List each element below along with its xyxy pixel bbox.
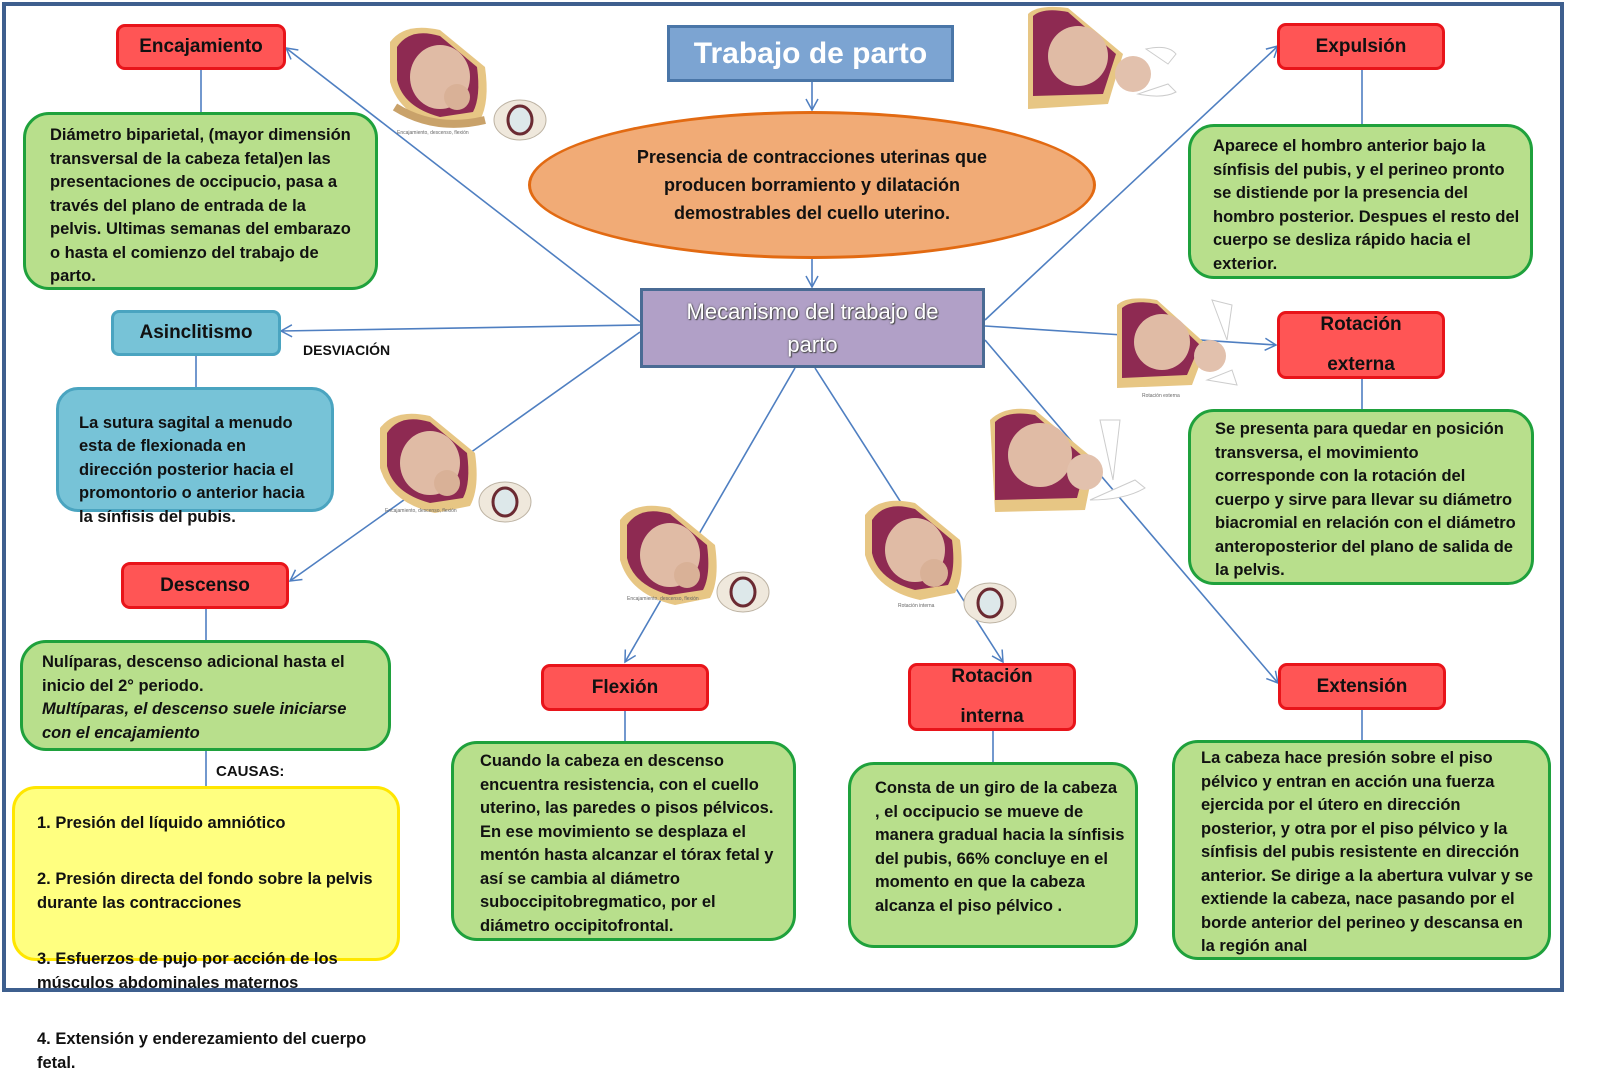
stage-flexion-title: Flexión (541, 664, 709, 711)
illustration-flexion: Encajamiento, descenso, flexión (620, 505, 770, 613)
stage-encajamiento-title: Encajamiento (116, 24, 286, 70)
stage-rotacion-interna-title-line2: interna (960, 706, 1024, 727)
causes-list: 1. Presión del líquido amniótico 2. Pres… (12, 786, 400, 1072)
asinclitismo-description: La sutura sagital a menudo esta de flexi… (56, 387, 334, 526)
definition-ellipse: Presencia de contracciones uterinas que … (528, 111, 1096, 259)
stage-rotacion-externa-title-line2: externa (1327, 354, 1395, 375)
stage-extension-title: Extensión (1278, 663, 1446, 710)
arrow-to-expulsion (984, 44, 1280, 321)
stage-rotacion-interna-text: Consta de un giro de la cabeza , el occi… (875, 779, 1125, 915)
stage-descenso-title: Descenso (121, 562, 289, 609)
illustration-caption: Encajamiento, descenso, flexión (397, 130, 469, 136)
stage-rotacion-externa-title-line1: Rotación (1320, 314, 1402, 335)
asinclitismo-text: La sutura sagital a menudo esta de flexi… (79, 413, 305, 526)
stage-extension-description: La cabeza hace presión sobre el piso pél… (1172, 740, 1551, 960)
arrow-to-asinclitismo (279, 324, 641, 338)
stage-flexion-text: Cuando la cabeza en descenso encuentra r… (480, 752, 774, 935)
illustration-encajamiento-mid: Encajamiento, descenso, flexión (380, 413, 532, 523)
stage-expulsion-title: Expulsión (1277, 23, 1445, 70)
page-title: Trabajo de parto (667, 25, 954, 82)
asinclitismo-title: Asinclitismo (111, 310, 281, 356)
illustration-caption: Encajamiento, descenso, flexión (385, 508, 457, 514)
causes-label: CAUSAS: (216, 763, 285, 780)
stage-rotacion-interna-title-line1: Rotación (951, 666, 1033, 687)
stage-flexion-description: Cuando la cabeza en descenso encuentra r… (451, 741, 796, 941)
stage-expulsion-text: Aparece el hombro anterior bajo la sínfi… (1213, 137, 1520, 273)
stage-rotacion-interna-description: Consta de un giro de la cabeza , el occi… (848, 762, 1138, 948)
stage-rotacion-externa-text: Se presenta para quedar en posición tran… (1215, 420, 1516, 579)
illustration-caption: Encajamiento, descenso, flexión (627, 596, 699, 602)
illustration-rotacion-externa: Rotación externa (1117, 298, 1238, 399)
deviation-label: DESVIACIÓN (303, 342, 391, 358)
illustration-caption: Rotación interna (898, 603, 935, 609)
stage-expulsion-description: Aparece el hombro anterior bajo la sínfi… (1188, 124, 1533, 279)
cause-item: 1. Presión del líquido amniótico (37, 813, 286, 832)
cause-item: 3. Esfuerzos de pujo por acción de los m… (37, 950, 338, 992)
arrow-to-flexion (624, 367, 796, 664)
stage-rotacion-interna-title: Rotación interna (908, 663, 1076, 731)
cause-item: 2. Presión directa del fondo sobre la pe… (37, 870, 373, 912)
stage-descenso-text-multiparas: Multíparas, el descenso suele iniciarse … (42, 700, 347, 742)
illustration-encajamiento-top: Encajamiento, descenso, flexión (390, 27, 547, 141)
stage-rotacion-externa-title: Rotación externa (1277, 311, 1445, 379)
stage-extension-text: La cabeza hace presión sobre el piso pél… (1201, 749, 1533, 955)
stage-rotacion-externa-description: Se presenta para quedar en posición tran… (1188, 409, 1534, 585)
stage-encajamiento-text: Diámetro biparietal, (mayor dimensión tr… (50, 126, 351, 285)
stage-descenso-text-nuliparas: Nulíparas, descenso adicional hasta el i… (42, 653, 345, 695)
stage-encajamiento-description: Diámetro biparietal, (mayor dimensión tr… (23, 112, 378, 290)
central-mechanism-node: Mecanismo del trabajo de parto (640, 288, 985, 368)
arrow-to-extension (984, 339, 1280, 685)
illustration-expulsion (1028, 6, 1177, 110)
illustration-extension (990, 408, 1146, 512)
illustration-rotacion-interna: Rotación interna (865, 500, 1017, 624)
stage-descenso-description: Nulíparas, descenso adicional hasta el i… (20, 640, 391, 751)
illustration-caption: Rotación externa (1142, 393, 1180, 399)
cause-item: 4. Extensión y enderezamiento del cuerpo… (37, 1030, 367, 1072)
arrow-to-encajamiento (284, 47, 641, 323)
